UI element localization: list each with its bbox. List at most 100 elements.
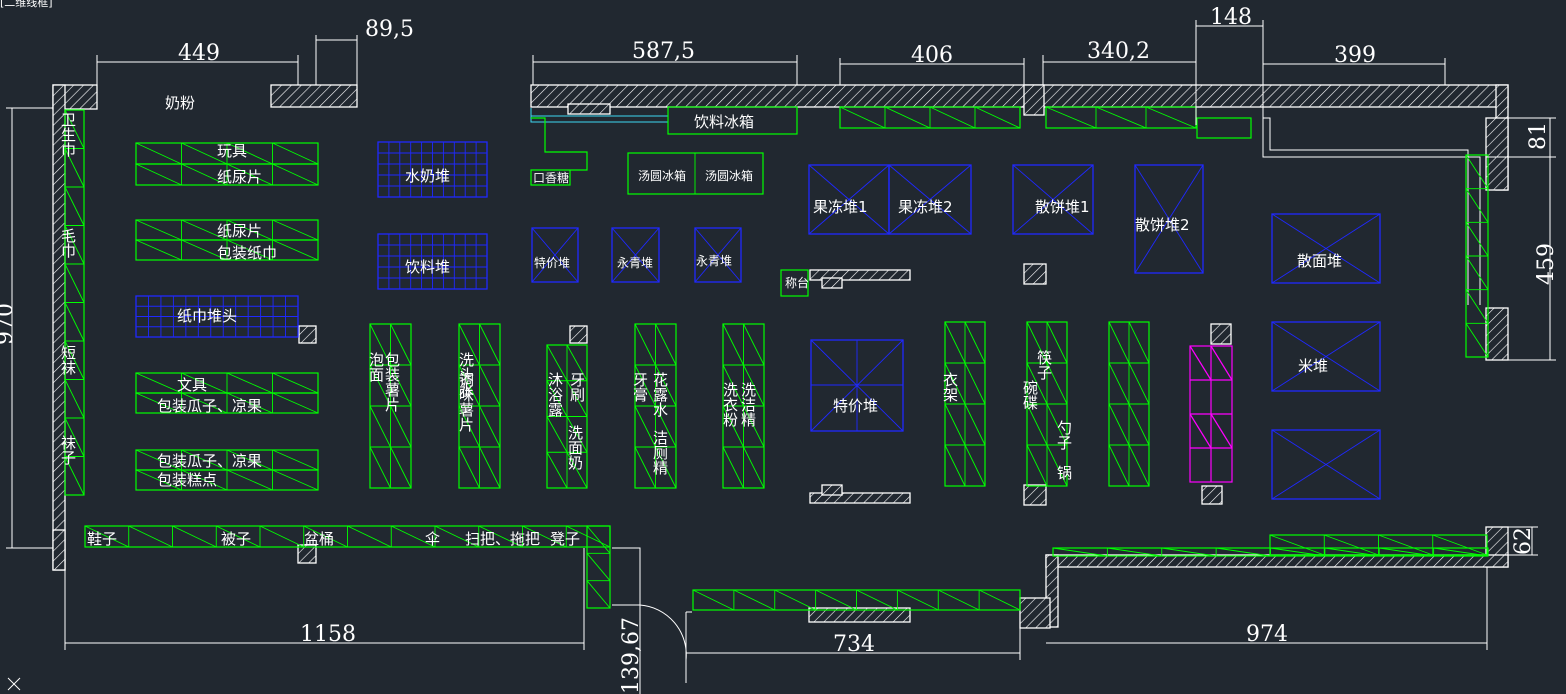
dim-974: 974 [1246,622,1288,647]
wall-pier-2 [569,325,588,344]
piles [135,141,1381,500]
label-yongqingdui-1: 永青堆 [617,256,653,270]
label-tangyuan-1: 汤圆冰箱 [638,168,686,183]
label-hualushui: 花露水 [651,372,669,417]
label-san: 伞 [425,530,440,548]
label-pentong: 盆桶 [304,530,334,548]
label-tiaoweishupian: 调味薯片 [457,372,475,432]
wall-top-left-2 [270,84,358,108]
pile-noodle [1271,213,1381,284]
fridge-tangyuan [627,152,764,195]
label-zhijinduitou: 纸巾堆头 [177,307,237,325]
pile-yongqing-1 [611,227,660,283]
dim-89-5: 89,5 [365,17,414,42]
wall-pier-3 [1023,263,1047,285]
wall-right-pier [1485,117,1509,191]
pile-water-milk [377,141,488,198]
shelf-aisle-8 [1108,321,1150,487]
dim-449: 449 [178,41,220,66]
label-chengtai: 称台 [785,275,809,290]
dim-1158: 1158 [300,622,356,647]
view-label: [二维线框] [0,0,53,9]
label-yinliaobingxiang: 饮料冰箱 [694,113,754,131]
pile-biscuit-1 [1012,164,1094,235]
label-tangyuan-2: 汤圆冰箱 [705,168,753,183]
pile-empty [1271,429,1381,500]
gum-rack [530,117,588,186]
label-xiemiannai: 洗面奶 [566,425,584,471]
label-maojin: 毛巾 [59,228,77,258]
wall-left-bottom [52,529,66,571]
pile-special-small [531,227,579,283]
shelf-toys-a [135,142,319,165]
pile-biscuit-2 [1134,164,1204,274]
shelf-aisle-1 [369,323,412,489]
dim-148: 148 [1210,5,1252,30]
wall-bottom-mid [808,607,911,623]
shelves [64,106,1489,611]
label-dengzi: 凳子 [550,530,580,548]
dim-340-2: 340,2 [1087,39,1150,64]
dim-399: 399 [1334,43,1376,68]
wall-pier-1 [298,325,317,344]
fridge-beverage [667,106,798,135]
label-tejiadui-big: 特价堆 [833,397,878,415]
shelf-stationery-b [135,392,319,414]
wall-counter-top [809,269,911,281]
dimensions: 449 89,5 587,5 406 340,2 148 399 81 [0,5,1559,694]
label-wenju: 文具 [177,376,207,394]
label-wanju: 玩具 [217,142,247,160]
shelf-aisle-6 [944,321,986,487]
label-paomian: 泡面 [367,352,385,382]
label-weishengjin: 卫生巾 [59,112,77,157]
shelf-stationery-a [135,372,319,394]
dim-62: 62 [1511,527,1536,555]
label-yijia: 衣架 [941,372,959,402]
shelf-left-wall [64,109,85,496]
wall-right-pier-2 [1485,307,1509,361]
ucs-icon [7,677,21,691]
label-jiecejing: 洁厕精 [651,430,669,475]
shelf-aisle-2 [458,323,501,489]
label-guazi-2: 包装瓜子、凉果 [157,452,262,470]
label-sanmian: 散面堆 [1297,252,1342,270]
label-naifen: 奶粉 [165,94,195,112]
shelf-aisle-4 [634,323,677,489]
label-xitoushui: 洗头水 [457,352,475,397]
shelf-aisle-5 [722,323,765,489]
wall-counter-bottom [809,492,911,504]
shelf-right-wall [1465,154,1489,358]
label-zhiniaopian-1: 纸尿片 [217,168,262,186]
wall-pier-5 [1023,484,1047,506]
label-muyulu: 沐浴露 [546,372,564,418]
shelf-aisle-3 [546,344,588,489]
room-outline [612,117,1481,683]
label-tejiadui-small: 特价堆 [534,255,570,270]
labels: 奶粉 卫生巾 毛巾 短袜 袜子 玩具 纸尿片 纸尿片 包装纸巾 纸巾堆头 文具 … [59,94,1342,548]
label-sanbing-2: 散饼堆2 [1135,216,1190,234]
shelf-diapers-a [135,219,319,241]
label-guodong-1: 果冻堆1 [813,198,868,216]
pile-tissue-end [135,295,299,338]
label-xiezi: 鞋子 [87,530,117,548]
dim-734: 734 [833,632,875,657]
label-kuaizi: 筷子 [1035,350,1053,380]
magenta-rack [1189,345,1233,483]
wall-pier-6 [1201,485,1223,505]
shelf-toys-b [135,163,319,186]
scale-counter [780,269,809,297]
label-guodong-2: 果冻堆2 [898,198,953,216]
label-yagao: 牙膏 [631,372,649,402]
label-xiyifen: 洗衣粉 [721,382,739,428]
wall-counter-bottom-2 [821,484,843,496]
shelf-top-340 [1045,106,1197,129]
wall-bottom-right [1045,554,1509,568]
wall-top-pier [1023,84,1045,116]
wall-top-right [530,84,1509,108]
label-guo: 锅 [1055,465,1073,481]
label-duanwa: 短袜 [59,345,77,375]
shelf-top-406 [839,106,1021,129]
dim-406: 406 [911,43,953,68]
cyan-outline [530,108,668,123]
